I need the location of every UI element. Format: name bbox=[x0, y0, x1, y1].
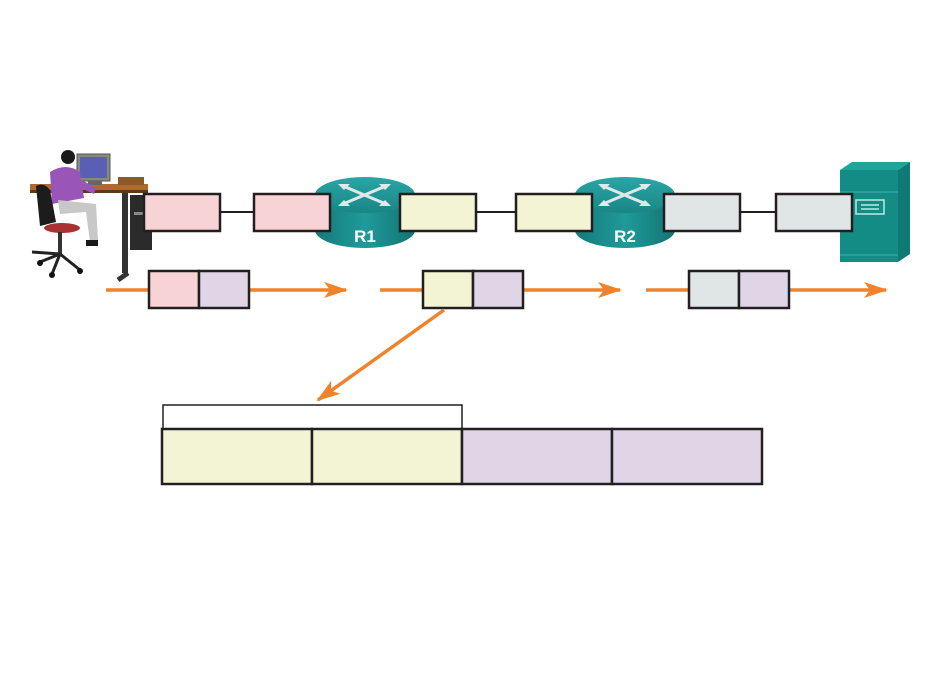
frame-pc-to-r1-field-1 bbox=[197, 269, 251, 310]
frame-pc-to-r1-field-0 bbox=[147, 269, 201, 310]
expanded-frame-field-1 bbox=[310, 427, 464, 486]
expanded-frame-field-2 bbox=[460, 427, 614, 486]
address-box-pc-to-r1-src bbox=[142, 192, 222, 233]
frame-r1-to-r2-field-0 bbox=[421, 269, 475, 310]
frame-r2-to-server-field-1 bbox=[737, 269, 791, 310]
address-box-r2-to-server-src bbox=[662, 192, 742, 233]
address-box-r1-to-r2-src bbox=[398, 192, 478, 233]
address-box-r1-to-r2-dst bbox=[514, 192, 594, 233]
expanded-frame-field-3 bbox=[610, 427, 764, 486]
expand-arrow bbox=[316, 308, 446, 402]
address-box-pc-to-r1-dst bbox=[252, 192, 332, 233]
router-r2-label: R2 bbox=[614, 227, 636, 246]
router-r1-label: R1 bbox=[354, 227, 376, 246]
user-at-workstation-icon bbox=[30, 150, 152, 283]
expanded-frame-field-0 bbox=[160, 427, 314, 486]
address-box-r2-to-server-dst bbox=[774, 192, 854, 233]
router-r2-icon: R2 bbox=[575, 177, 675, 248]
router-r1-icon: R1 bbox=[315, 177, 415, 248]
expanded-frame-bracket bbox=[162, 404, 463, 430]
frame-r2-to-server-field-0 bbox=[687, 269, 741, 310]
frame-r1-to-r2-field-1 bbox=[471, 269, 525, 310]
